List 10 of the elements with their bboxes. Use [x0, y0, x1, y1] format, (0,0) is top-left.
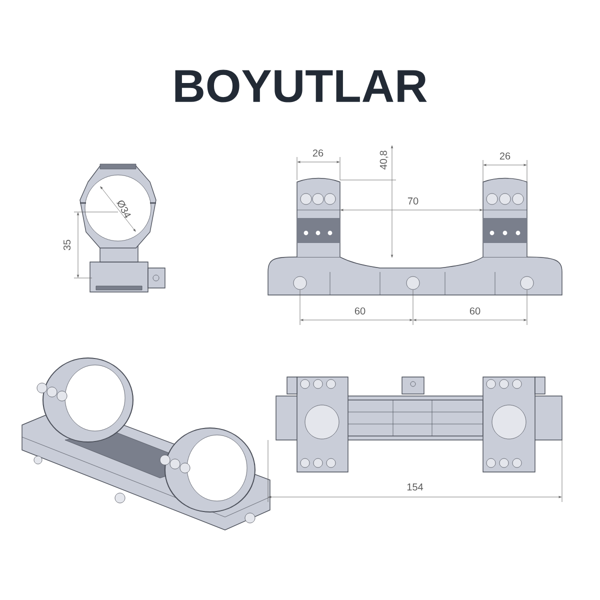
- dimension-label: 35: [63, 240, 71, 250]
- dimension-label: 60: [470, 307, 480, 315]
- dimension-label: 70: [408, 197, 418, 205]
- dimension-label: 26: [500, 152, 510, 160]
- dimension-label: Ø34: [116, 200, 131, 218]
- title: BOYUTLAR: [175, 70, 427, 102]
- dimension-label: 154: [407, 484, 424, 490]
- dimension-label: 26: [312, 149, 324, 157]
- dimension-label: 60: [354, 307, 366, 315]
- dimension-label: 40,8: [380, 150, 388, 170]
